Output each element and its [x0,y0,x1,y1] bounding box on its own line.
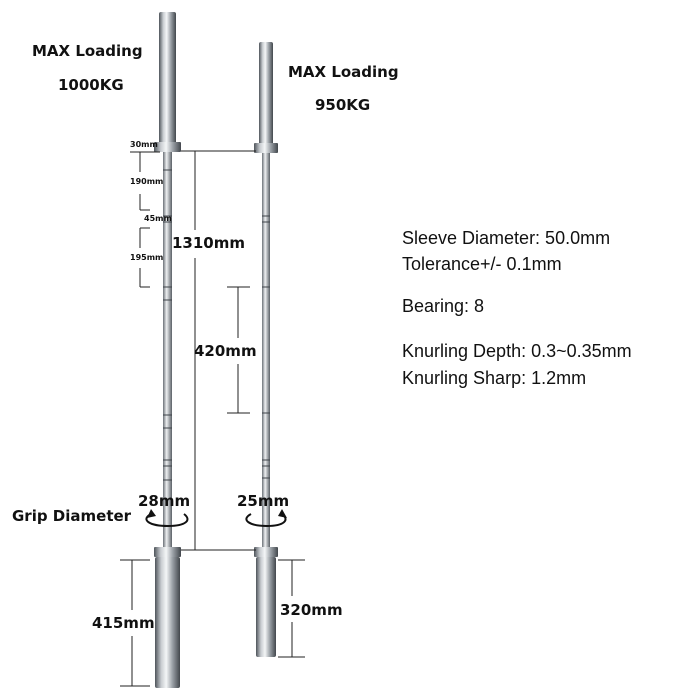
dim-sleeve-1: 415mm [92,614,155,632]
bar1-max-loading-value: 1000KG [58,76,124,94]
spec-sleeve-diameter: Sleeve Diameter: 50.0mm [402,228,611,248]
dim-knurl-gap: 420mm [194,342,257,360]
bar1-top-collar [154,142,181,152]
dim-45mm: 45mm [144,214,172,223]
bar2-rotation-arrow [245,513,287,528]
bar1-grip-diameter: 28mm [138,492,191,510]
dim-sleeve-2: 320mm [280,601,343,619]
dim-30mm: 30mm [130,140,158,149]
bar1-rotation-arrow [145,513,189,528]
grip-rotation-arrows [145,509,287,528]
bar2-max-loading-value: 950KG [315,96,371,114]
bar1-bottom-sleeve [155,557,180,688]
bar2-top-sleeve [259,42,273,145]
grip-diameter-label: Grip Diameter [12,507,132,525]
bar1-shaft [163,152,172,547]
spec-tolerance: Tolerance+/- 0.1mm [402,254,562,274]
spec-knurling-sharp: Knurling Sharp: 1.2mm [402,368,587,388]
barbell-1 [154,12,181,688]
dim-195mm: 195mm [130,253,164,262]
bar2-bottom-sleeve [256,557,276,657]
bar2-bottom-collar [254,547,278,557]
barbell-2 [254,42,278,657]
dimension-lines [120,150,305,687]
dim-190mm: 190mm [130,177,164,186]
bar1-top-sleeve [159,12,176,144]
bar2-top-collar [254,143,278,153]
bar2-grip-diameter: 25mm [237,492,290,510]
bar1-max-loading-label: MAX Loading [32,42,143,60]
spec-knurling-depth: Knurling Depth: 0.3~0.35mm [402,341,632,361]
spec-bearing: Bearing: 8 [402,296,485,316]
bar2-shaft [262,153,270,547]
dim-shaft-length: 1310mm [172,234,246,252]
bar2-max-loading-label: MAX Loading [288,63,399,81]
bar1-bottom-collar [154,547,181,557]
